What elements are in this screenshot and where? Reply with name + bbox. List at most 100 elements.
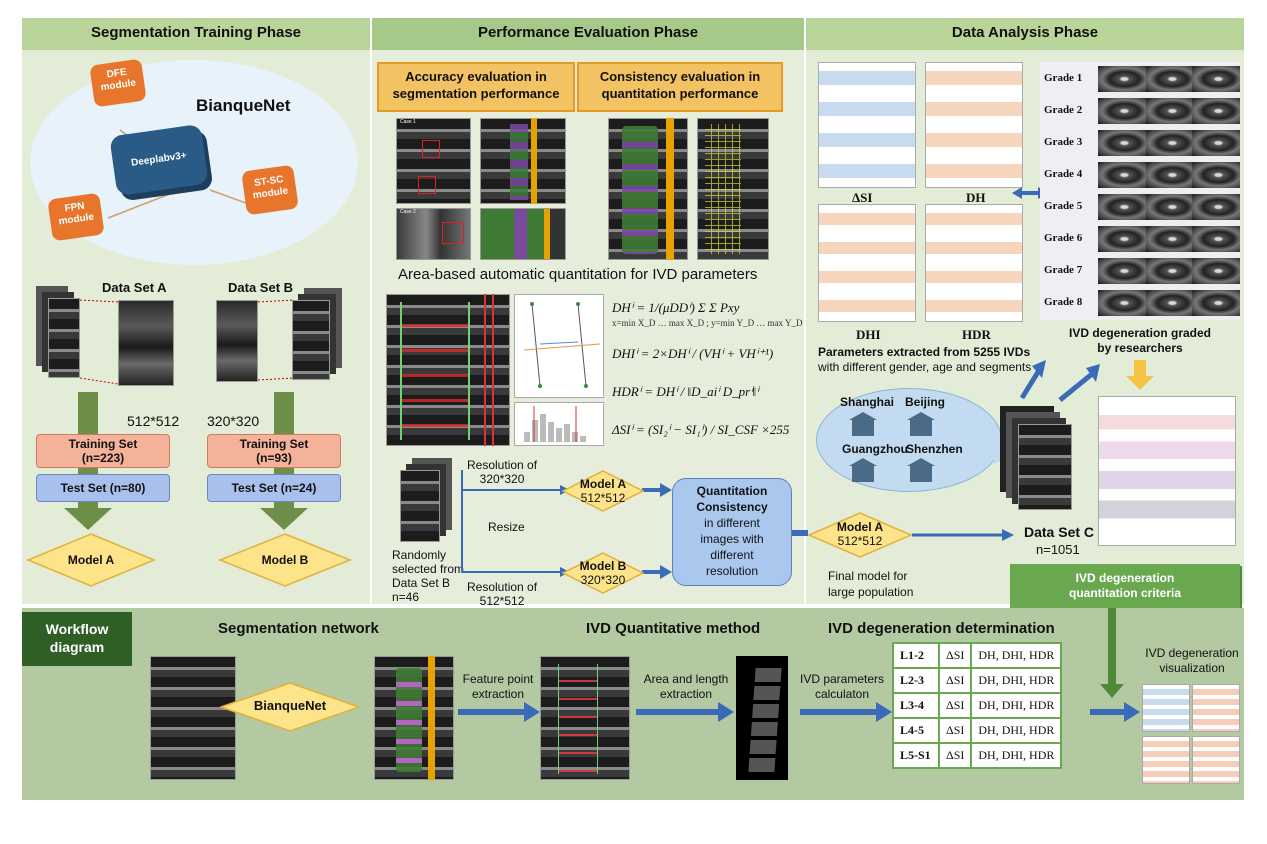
calc-line2: calculaton [814, 687, 870, 701]
training-phase-header: Segmentation Training Phase [22, 18, 370, 50]
vis-line1: IVD degeneration [1145, 646, 1239, 660]
res-512-line1: Resolution of [467, 580, 538, 594]
city-beijing: Beijing [905, 395, 946, 409]
vis-line2: visualization [1159, 661, 1225, 675]
res-a-label: 512*512 [127, 413, 180, 429]
dataset-a-sample [118, 300, 174, 386]
workflow-seg-overlay [396, 668, 422, 772]
final-model-line1: Model A [836, 520, 884, 534]
dh-chart [925, 62, 1023, 188]
grade-7-label: Grade 7 [1044, 264, 1083, 276]
training-set-a-count: (n=223) [81, 451, 125, 465]
table-cell-params: DH, DHI, HDR [970, 717, 1063, 744]
vis-chart-2 [1192, 684, 1240, 732]
equation-dh: DHⁱ = 1/(μDDⁱ) Σ Σ Pxy [612, 300, 740, 315]
case1-image [396, 118, 471, 204]
deeplab-block: Deeplabv3+ [109, 123, 209, 197]
test-set-b: Test Set (n=24) [207, 474, 341, 502]
qc-line5: different [710, 548, 754, 562]
grade-5-img-c [1192, 194, 1240, 220]
final-caption-line1: Final model for [828, 569, 908, 583]
eval-flow-lines [461, 470, 804, 579]
qc-line3: in different [704, 516, 760, 530]
grade-row-3: Grade 3 [1040, 128, 1245, 159]
final-in-arrow [792, 530, 808, 536]
vis-chart-4 [1192, 736, 1240, 784]
random-selection-text: Randomly selected from Data Set B n=46 [392, 548, 464, 604]
city-guangzhou: Guangzhou [842, 442, 908, 456]
table-cell-level: L1-2 [892, 642, 940, 669]
training-set-a-label: Training Set [68, 437, 138, 451]
training-set-b-count: (n=93) [256, 451, 292, 465]
training-arrow-b-head [260, 508, 308, 530]
dh-label: DH [966, 190, 986, 205]
grade-7-img-b [1146, 258, 1194, 284]
determination-title: IVD degeneration determination [828, 620, 1055, 637]
quantitation-consistency-box: Quantitation Consistency in different im… [672, 478, 792, 586]
area-line2: extraction [659, 687, 713, 701]
grade-row-5: Grade 5 [1040, 192, 1245, 223]
grade-panel-rows: Grade 1 Grade 2 Grade 3 Grade 4 Grade 5 … [1040, 64, 1240, 320]
grade-8-img-a [1098, 290, 1146, 316]
params-extracted-label: Parameters extracted from 5255 IVDs [818, 345, 1031, 359]
quant-annotated-cord [484, 294, 494, 446]
training-arrow-a-head [64, 508, 112, 530]
criteria-chart [1098, 396, 1236, 546]
grade-row-1: Grade 1 [1040, 64, 1245, 95]
grade-4-img-c [1192, 162, 1240, 188]
qc-line1: Quantitation [696, 484, 768, 498]
delta-si-label: ΔSI [852, 190, 873, 205]
grade-6-label: Grade 6 [1044, 232, 1083, 244]
params-extracted-sub: with different gender, age and segments [818, 360, 1032, 374]
table-cell-si: ΔSI [937, 717, 973, 744]
final-caption-line2: large population [828, 585, 914, 599]
criteria-line1: IVD degeneration [1075, 571, 1175, 585]
criteria-down-head [1100, 684, 1124, 698]
grade-row-2: Grade 2 [1040, 96, 1245, 127]
bianquenet-title: BianqueNet [196, 96, 291, 115]
grade-6-img-a [1098, 226, 1146, 252]
guangzhou-building-icon [849, 458, 877, 482]
case2-roi [442, 222, 464, 244]
res-b-label: 320*320 [207, 413, 260, 429]
grade-3-img-b [1146, 130, 1194, 156]
grade-8-img-c [1192, 290, 1240, 316]
area-line1: Area and length [643, 672, 729, 686]
table-cell-si: ΔSI [937, 667, 973, 694]
fpn-module-block: FPN module [47, 192, 105, 242]
grade-row-8: Grade 8 [1040, 288, 1245, 319]
resize-label: Resize [488, 520, 525, 534]
model-a-diamond: Model A [26, 532, 156, 588]
model-a-label: Model A [67, 553, 115, 567]
grade-5-img-a [1098, 194, 1146, 220]
grade-1-label: Grade 1 [1044, 72, 1083, 84]
training-set-b: Training Set(n=93) [207, 434, 341, 468]
grade-2-img-a [1098, 98, 1146, 124]
city-shanghai: Shanghai [840, 395, 895, 409]
grade-8-label: Grade 8 [1044, 296, 1083, 308]
final-model-caption: Final model for large population [828, 568, 913, 600]
eval-model-b-line2: 320*320 [580, 573, 626, 587]
equation-dh-limits: x=min X_D … max X_D ; y=min Y_D … max Y_… [612, 318, 803, 328]
table-cell-level: L2-3 [892, 667, 940, 694]
grade-2-label: Grade 2 [1044, 104, 1083, 116]
res-320-line2: 320*320 [479, 472, 525, 486]
hdr-label: HDR [962, 327, 991, 342]
test-set-a: Test Set (n=80) [36, 474, 170, 502]
qc-line6: resolution [705, 564, 759, 578]
case2-seg [480, 208, 566, 260]
equation-dhi: DHIⁱ = 2×DHⁱ / (VHⁱ + VHⁱ⁺¹) [612, 346, 774, 361]
